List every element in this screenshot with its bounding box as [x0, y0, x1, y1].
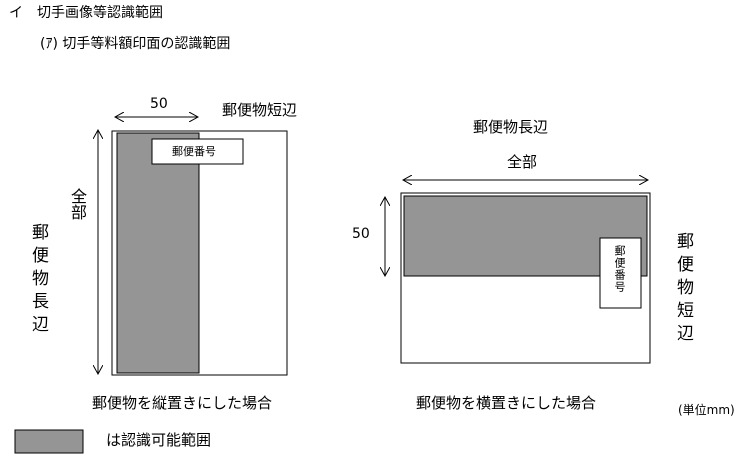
- unit-label: (単位mm): [678, 403, 735, 417]
- portrait-long-side-label: 郵便物長辺: [28, 223, 48, 338]
- section-heading: イ 切手画像等認識範囲: [9, 5, 163, 21]
- landscape-long-side-label: 郵便物長辺: [473, 118, 549, 136]
- landscape-short-side-label: 郵便物短辺: [673, 232, 693, 347]
- portrait-caption: 郵便物を縦置きにした場合: [92, 394, 273, 412]
- portrait-length-label: 全部: [68, 188, 87, 220]
- landscape-height-label: 50: [352, 226, 370, 242]
- section-subheading: (ｱ) 切手等料額印面の認識範囲: [40, 36, 231, 52]
- landscape-caption: 郵便物を横置きにした場合: [416, 394, 597, 412]
- landscape-postal-code-label: 郵便番号: [613, 245, 626, 293]
- portrait-postal-code-box: [151, 138, 244, 165]
- landscape-postal-code-box: [599, 237, 642, 309]
- legend-label: は認識可能範囲: [106, 431, 212, 449]
- landscape-width-label: 全部: [507, 153, 538, 171]
- portrait-recognizable-area: [116, 132, 200, 374]
- portrait-width-label: 50: [150, 96, 168, 112]
- legend-swatch: [14, 429, 84, 454]
- portrait-postal-code-label: 郵便番号: [172, 145, 216, 158]
- portrait-short-side-label: 郵便物短辺: [222, 101, 298, 119]
